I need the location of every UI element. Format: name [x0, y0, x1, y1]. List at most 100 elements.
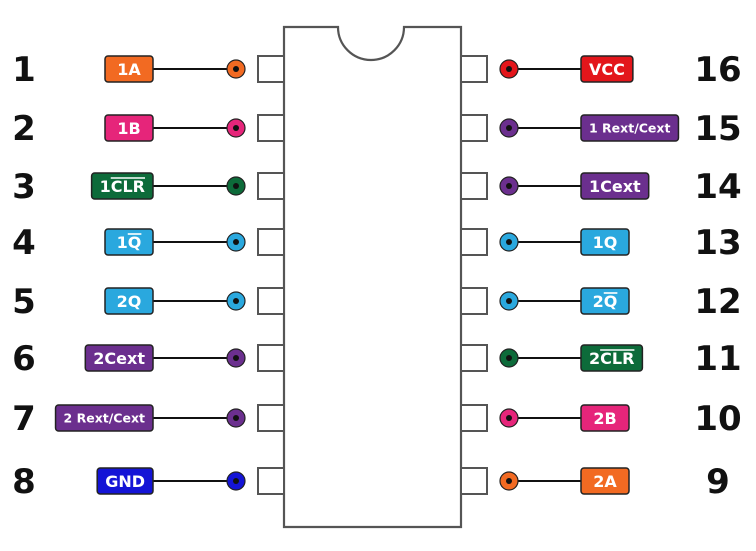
- pin-label-prefix: 2: [593, 292, 604, 311]
- pin-pad: [460, 172, 488, 200]
- pin-label-text: VCC: [589, 60, 625, 79]
- pin-dot-center: [233, 298, 239, 304]
- pin-label-box: [104, 114, 154, 142]
- pin-16: 16 VCC: [460, 50, 742, 90]
- pin-label-9: 2A: [580, 467, 630, 495]
- pin-label-overbar-text: CLR: [111, 177, 145, 196]
- pin-10: 10 2B: [460, 399, 742, 439]
- pin-label-text: 1B: [117, 119, 140, 138]
- pin-label-box: [580, 404, 630, 432]
- pin-dot-center: [233, 239, 239, 245]
- pin-6: 6 2Cext: [12, 339, 285, 379]
- pin-pad: [257, 172, 285, 200]
- pin-label-text: 1 Rext/Cext: [589, 121, 670, 136]
- pin-label-11: 2CLR: [580, 344, 644, 372]
- pin-pad: [257, 55, 285, 83]
- pin-label-box: [104, 55, 154, 83]
- pin-label-box: [54, 404, 154, 432]
- pin-number: 7: [12, 399, 36, 439]
- pin-dot-center: [506, 478, 512, 484]
- pin-label-13: 1Q: [580, 228, 630, 256]
- pin-label-text: 2A: [593, 472, 617, 491]
- pin-label-box: [90, 172, 154, 200]
- pin-label-overbar-text: CLR: [600, 349, 634, 368]
- pin-1: 1 1A: [12, 50, 285, 90]
- pin-label-5: 2Q: [104, 287, 154, 315]
- pin-dot-center: [506, 415, 512, 421]
- pin-number: 10: [694, 399, 741, 439]
- pin-label-box: [580, 287, 630, 315]
- chip-outline: [282, 25, 463, 529]
- pin-label-overbar-text: Q: [604, 292, 618, 311]
- pin-number: 11: [694, 339, 741, 379]
- pin-pad: [257, 228, 285, 256]
- pin-pad: [460, 228, 488, 256]
- pin-pad: [257, 287, 285, 315]
- pin-label-14: 1Cext: [580, 172, 650, 200]
- pin-label-10: 2B: [580, 404, 630, 432]
- pin-dot-center: [506, 298, 512, 304]
- pin-pad: [257, 404, 285, 432]
- pin-12: 12 2Q: [460, 282, 742, 322]
- pin-label-box: [104, 287, 154, 315]
- pin-11: 11 2CLR: [460, 339, 742, 379]
- pin-label-text: 1CLR: [100, 177, 145, 196]
- pin-dot-center: [506, 125, 512, 131]
- pin-label-6: 2Cext: [84, 344, 154, 372]
- pin-label-text: 2CLR: [589, 349, 634, 368]
- pin-dot-center: [233, 183, 239, 189]
- pin-9: 92A: [460, 462, 730, 502]
- pin-number: 4: [12, 223, 36, 263]
- pin-pad: [460, 55, 488, 83]
- pin-label-box: [580, 228, 630, 256]
- pin-label-box: [96, 467, 154, 495]
- pin-label-text: 1A: [117, 60, 141, 79]
- pin-number: 15: [694, 109, 741, 149]
- pin-label-box: [580, 55, 634, 83]
- pin-dot-center: [506, 66, 512, 72]
- pin-label-box: [580, 172, 650, 200]
- pin-number: 1: [12, 50, 36, 90]
- pin-pad: [257, 344, 285, 372]
- pin-label-text: 2 Rext/Cext: [64, 411, 145, 426]
- pin-2: 2 1B: [12, 109, 285, 149]
- pin-number: 2: [12, 109, 36, 149]
- pin-label-prefix: 1: [100, 177, 111, 196]
- pin-number: 6: [12, 339, 36, 379]
- pin-dot-center: [233, 125, 239, 131]
- pin-label-text: 2Q: [117, 292, 142, 311]
- pin-label-text: 2B: [593, 409, 616, 428]
- pin-number: 8: [12, 462, 36, 502]
- pin-dot-center: [233, 355, 239, 361]
- pin-dot-center: [506, 183, 512, 189]
- pin-label-2: 1B: [104, 114, 154, 142]
- pin-8: 8 GND: [12, 462, 285, 502]
- pin-number: 13: [694, 223, 741, 263]
- pin-dot-center: [233, 478, 239, 484]
- pin-label-3: 1CLR: [90, 172, 154, 200]
- pin-7: 7 2 Rext/Cext: [12, 399, 285, 439]
- pin-label-text: 1Cext: [589, 177, 641, 196]
- pin-label-box: [580, 467, 630, 495]
- pin-pad: [460, 287, 488, 315]
- pin-pad: [460, 404, 488, 432]
- pin-label-box: [84, 344, 154, 372]
- pin-pad: [460, 344, 488, 372]
- pin-number: 16: [694, 50, 741, 90]
- pin-pad: [460, 114, 488, 142]
- pin-number: 12: [694, 282, 741, 322]
- chip-body: [282, 25, 463, 529]
- pin-label-8: GND: [96, 467, 154, 495]
- pin-dot-center: [506, 355, 512, 361]
- pin-pad: [257, 114, 285, 142]
- pin-label-text: 1Q: [593, 233, 618, 252]
- pin-label-box: [580, 114, 680, 142]
- pin-label-16: VCC: [580, 55, 634, 83]
- pin-label-box: [580, 344, 644, 372]
